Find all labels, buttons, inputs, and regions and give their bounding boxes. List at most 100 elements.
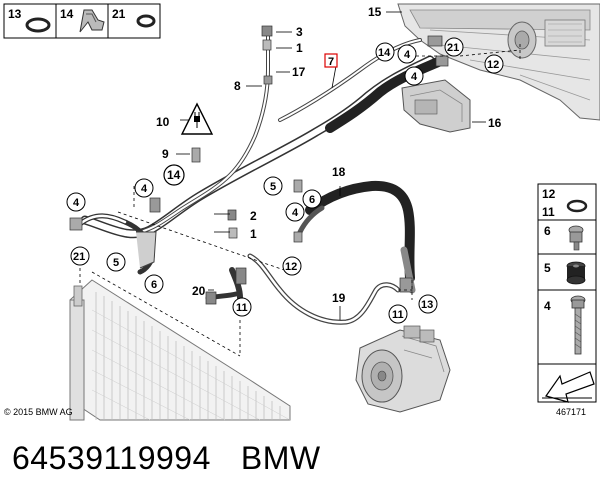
- leader-lines: [176, 11, 486, 320]
- callout-1b[interactable]: 1: [250, 227, 257, 241]
- screw-icon: [570, 295, 586, 355]
- callout-14[interactable]: 14: [375, 42, 395, 62]
- svg-text:4: 4: [544, 299, 551, 313]
- callout-19[interactable]: 19: [332, 291, 346, 305]
- side-item-6[interactable]: 6: [544, 224, 584, 251]
- rubber-bushing-icon: [566, 261, 586, 285]
- callout-4-mid[interactable]: 4: [285, 202, 305, 222]
- svg-text:12: 12: [487, 59, 499, 71]
- callout-12a[interactable]: 12: [484, 54, 504, 74]
- callout-9[interactable]: 9: [162, 147, 169, 161]
- callout-1a[interactable]: 1: [296, 41, 303, 55]
- condenser[interactable]: [69, 279, 291, 421]
- svg-text:14: 14: [167, 168, 181, 182]
- brand-name: BMW: [240, 440, 321, 476]
- callout-18[interactable]: 18: [332, 165, 346, 179]
- part-number-footer: 64539119994 BMW: [12, 440, 321, 477]
- callout-10[interactable]: 10: [156, 115, 170, 129]
- side-item-5[interactable]: 5: [544, 261, 586, 285]
- o-ring-icon: [25, 17, 51, 33]
- svg-text:4: 4: [404, 49, 411, 61]
- callout-16[interactable]: 16: [488, 116, 502, 130]
- header-box-14[interactable]: 14: [60, 7, 105, 33]
- svg-text:14: 14: [378, 47, 391, 59]
- part-number: 64539119994: [12, 440, 211, 476]
- svg-text:9: 9: [162, 147, 169, 161]
- svg-text:5: 5: [270, 181, 276, 193]
- svg-text:17: 17: [292, 65, 306, 79]
- callout-21a[interactable]: 21: [444, 37, 464, 57]
- callout-6b[interactable]: 6: [144, 274, 164, 294]
- svg-text:7: 7: [328, 56, 334, 68]
- callout-13[interactable]: 13: [418, 294, 438, 314]
- svg-text:20: 20: [192, 284, 206, 298]
- svg-text:1: 1: [250, 227, 257, 241]
- callout-5a[interactable]: 5: [263, 176, 283, 196]
- svg-text:11: 11: [392, 309, 404, 321]
- svg-text:11: 11: [542, 205, 555, 219]
- callout-8[interactable]: 8: [234, 79, 241, 93]
- refrigerant-lines: [77, 32, 443, 325]
- header-parts-strip: 13 14 21: [3, 3, 161, 39]
- svg-text:2: 2: [250, 209, 257, 223]
- svg-text:13: 13: [421, 299, 433, 311]
- svg-text:6: 6: [151, 279, 157, 291]
- header-box-13-label: 13: [8, 7, 22, 21]
- callout-11a[interactable]: 11: [232, 297, 252, 317]
- warning-triangle-icon[interactable]: [180, 102, 214, 135]
- side-item-12[interactable]: 12: [542, 187, 556, 201]
- svg-text:6: 6: [544, 224, 551, 238]
- side-item-11[interactable]: 11: [542, 199, 588, 219]
- callout-15[interactable]: 15: [368, 5, 382, 19]
- seal-ring-icon: [136, 14, 156, 28]
- view-arrow-icon: [542, 371, 595, 403]
- callout-12b[interactable]: 12: [282, 256, 302, 276]
- nut-bolt-icon: [568, 225, 584, 251]
- svg-text:10: 10: [156, 115, 170, 129]
- side-item-4[interactable]: 4: [544, 295, 586, 355]
- svg-text:3: 3: [296, 25, 303, 39]
- svg-text:4: 4: [292, 207, 299, 219]
- svg-text:8: 8: [234, 79, 241, 93]
- callout-4-top-right[interactable]: 4: [404, 66, 424, 86]
- callout-4c[interactable]: 4: [66, 192, 86, 212]
- copyright-text: © 2015 BMW AG: [4, 407, 73, 417]
- callout-20[interactable]: 20: [192, 284, 206, 298]
- callout-4b[interactable]: 4: [134, 178, 154, 198]
- callout-6a[interactable]: 6: [302, 189, 322, 209]
- callout-21b[interactable]: 21: [70, 246, 90, 266]
- svg-text:18: 18: [332, 165, 346, 179]
- fittings: [69, 25, 449, 305]
- header-box-13[interactable]: 13: [8, 7, 51, 33]
- svg-text:11: 11: [236, 302, 248, 314]
- callout-11b[interactable]: 11: [388, 304, 408, 324]
- svg-text:5: 5: [113, 257, 119, 269]
- callout-3[interactable]: 3: [296, 25, 303, 39]
- svg-text:4: 4: [141, 183, 148, 195]
- svg-text:4: 4: [411, 71, 418, 83]
- svg-text:16: 16: [488, 116, 502, 130]
- svg-text:12: 12: [542, 187, 556, 201]
- header-box-14-label: 14: [60, 7, 74, 21]
- svg-text:19: 19: [332, 291, 346, 305]
- callout-17[interactable]: 17: [292, 65, 306, 79]
- callout-7[interactable]: 7: [324, 53, 338, 68]
- ac-compressor[interactable]: [355, 325, 451, 413]
- expansion-valve-16[interactable]: [401, 79, 471, 133]
- callout-2[interactable]: 2: [250, 209, 257, 223]
- header-box-21-label: 21: [112, 7, 126, 21]
- callout-5b[interactable]: 5: [106, 252, 126, 272]
- svg-text:21: 21: [73, 251, 85, 263]
- svg-text:15: 15: [368, 5, 382, 19]
- callout-4a[interactable]: 4: [397, 44, 417, 64]
- side-parts-panel: 12 11 6 5 4: [537, 183, 597, 403]
- svg-text:21: 21: [447, 42, 459, 54]
- callout-14-mid[interactable]: 14: [163, 164, 185, 186]
- clip-icon: [79, 9, 105, 33]
- diagram-id: 467171: [556, 407, 586, 417]
- svg-text:6: 6: [309, 194, 315, 206]
- header-box-21[interactable]: 21: [112, 7, 156, 28]
- svg-text:1: 1: [296, 41, 303, 55]
- svg-text:5: 5: [544, 261, 551, 275]
